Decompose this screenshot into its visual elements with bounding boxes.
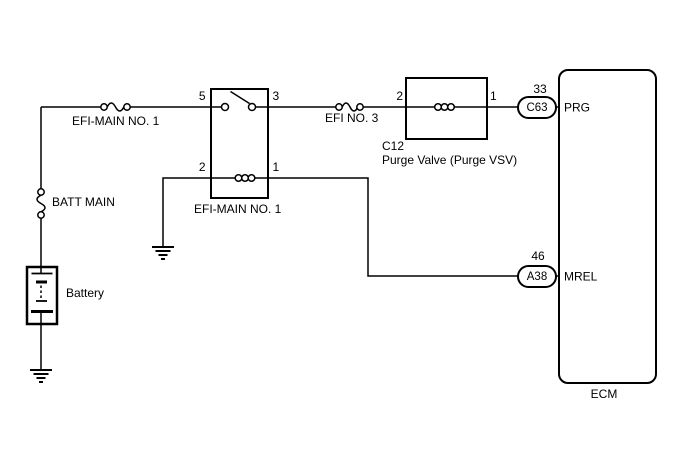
- ecm-pin-prg: 33 C63 PRG: [517, 82, 590, 119]
- prg-pin-number: 33: [533, 82, 547, 96]
- relay-contact: [220, 102, 230, 112]
- relay-pin-1: 1: [273, 160, 280, 174]
- efi-no3-fuse-symbol: EFI NO. 3: [325, 102, 379, 125]
- ground-lines: [152, 246, 174, 260]
- efi-main-relay: 5 3 2 1 EFI-MAIN NO. 1: [194, 88, 282, 216]
- fuse-wave: [341, 102, 359, 112]
- fuse-terminal: [356, 103, 364, 111]
- relay-contact: [247, 102, 257, 112]
- efi-main-fuse-label: EFI-MAIN NO. 1: [72, 114, 160, 128]
- relay-box: [210, 88, 269, 199]
- valve-coil-loop: [433, 102, 443, 112]
- fuse-terminal: [37, 188, 45, 196]
- wire-relay-to-ground: [162, 177, 211, 247]
- relay-switch-blade: [230, 90, 250, 105]
- mrel-pin-number: 46: [531, 249, 545, 263]
- connector-c63-label: C63: [526, 102, 547, 114]
- fuse-wave: [106, 102, 125, 112]
- wires: [40, 106, 559, 369]
- connector-c63: [517, 96, 557, 119]
- valve-name: Purge Valve (Purge VSV): [382, 153, 517, 167]
- valve-pin-2: 2: [396, 89, 403, 103]
- relay-coil-loop: [240, 173, 250, 183]
- ecm-box: [558, 69, 657, 384]
- ecm: ECM 33 C63 PRG 46 A38 MREL: [517, 69, 657, 401]
- ecm-label: ECM: [591, 387, 618, 401]
- fuse-terminal: [335, 103, 343, 111]
- ground-symbol-relay: [152, 246, 174, 260]
- relay-coil-loop: [234, 173, 243, 183]
- fuse-terminal: [100, 103, 108, 111]
- connector-a38-label: A38: [527, 271, 547, 283]
- connector-a38: [517, 265, 557, 288]
- efi-main-fuse-symbol: EFI-MAIN NO. 1: [72, 102, 160, 128]
- prg-signal-label: PRG: [564, 101, 590, 115]
- relay-label: EFI-MAIN NO. 1: [194, 202, 282, 216]
- valve-code: C12: [382, 139, 404, 153]
- fuse-terminal: [37, 211, 45, 219]
- valve-coil-loop: [446, 102, 456, 112]
- batt-main-label: BATT MAIN: [52, 195, 115, 209]
- battery-symbol: Battery: [25, 265, 104, 326]
- battery-label: Battery: [66, 286, 104, 300]
- fuse-terminal: [123, 103, 131, 111]
- fuse-wave: [36, 194, 46, 213]
- batt-main-fuse-symbol: BATT MAIN: [36, 188, 115, 219]
- purge-valve: 2 1 C12 Purge Valve (Purge VSV): [382, 77, 517, 167]
- relay-pin-3: 3: [273, 89, 280, 103]
- valve-pin-1: 1: [490, 89, 497, 103]
- ground-symbol-battery: [30, 369, 52, 383]
- purge-valve-box: [405, 77, 488, 140]
- valve-coil-loop: [440, 102, 449, 112]
- relay-pin-2: 2: [199, 160, 206, 174]
- efi-no3-label: EFI NO. 3: [325, 111, 379, 125]
- wire-relay-to-a38: [268, 177, 518, 277]
- battery-box: [25, 265, 59, 326]
- ground-lines: [30, 369, 52, 383]
- relay-coil-loop: [247, 173, 256, 183]
- relay-pin-5: 5: [199, 89, 206, 103]
- mrel-signal-label: MREL: [564, 270, 598, 284]
- ecm-pin-mrel: 46 A38 MREL: [517, 249, 598, 288]
